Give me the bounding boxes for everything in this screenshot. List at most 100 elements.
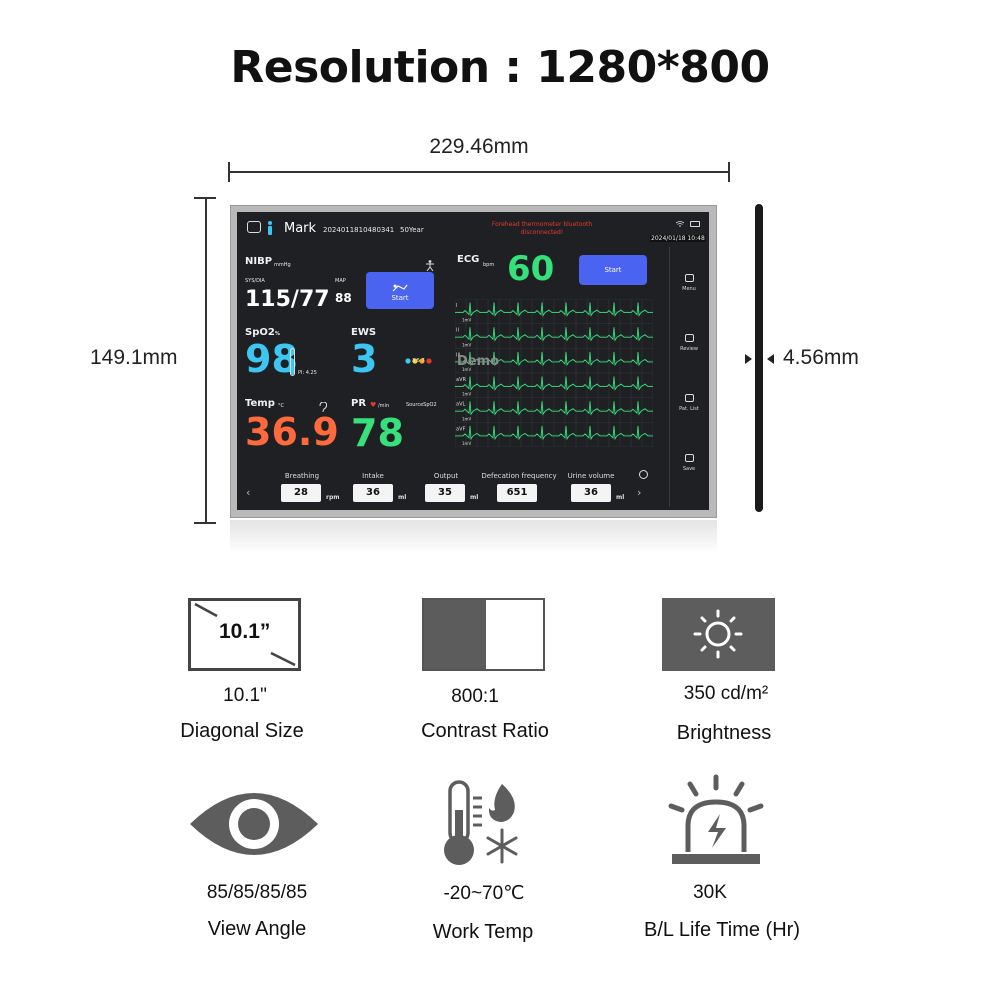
spo2-label-text: SpO2 <box>245 327 275 338</box>
chevron-left-icon[interactable]: ‹ <box>246 486 251 499</box>
intake-label: Intake <box>362 472 384 480</box>
backlight-life-value: 30K <box>693 882 727 903</box>
ecg-lead-label: aVR <box>456 377 466 383</box>
height-dimension-label: 149.1mm <box>90 346 178 369</box>
monitor-screen: Mark 2024011810480341 50Year Forehead th… <box>237 212 709 510</box>
review-icon <box>684 334 694 342</box>
diagonal-value: 10.1" <box>223 685 267 706</box>
breathing-label: Breathing <box>284 472 320 480</box>
perfusion-index: PI: 4.25 <box>298 370 317 376</box>
spo2-value: 98 <box>245 340 298 378</box>
chevron-right-icon[interactable]: › <box>637 486 642 499</box>
ecg-scale-label: 1mV <box>462 342 471 347</box>
urine-unit: ml <box>616 494 625 501</box>
ecg-start-button[interactable]: Start <box>579 255 647 285</box>
pr-unit: /min <box>378 403 390 409</box>
save-icon <box>684 454 694 462</box>
backlight-life-label: B/L Life Time (Hr) <box>644 919 800 941</box>
width-dimension-label: 229.46mm <box>429 135 529 158</box>
thickness-arrow-right <box>767 354 774 364</box>
diagonal-icon-text: 10.1” <box>219 620 271 643</box>
view-angle-label: View Angle <box>207 918 307 940</box>
ecg-unit: bpm <box>483 262 495 268</box>
menu-icon <box>684 274 694 282</box>
work-temp-label: Work Temp <box>432 921 534 943</box>
defecation-label: Defecation frequency <box>481 472 557 480</box>
battery-icon <box>690 221 700 227</box>
nibp-value: 115/77 <box>245 287 330 312</box>
ecg-scale-label: 1mV <box>462 367 471 372</box>
width-dimension-line <box>229 171 729 173</box>
nibp-start-button[interactable]: Start <box>366 272 434 309</box>
ecg-scale-label: 1mV <box>462 416 471 421</box>
patient-card-icon[interactable] <box>247 221 261 233</box>
ecg-lead-label: III <box>456 352 460 358</box>
map-value: 88 <box>335 291 352 305</box>
ecg-scale-label: 1mV <box>462 392 471 397</box>
alert-message: Forehead thermometer bluetooth disconnec… <box>491 221 593 236</box>
ecg-trace-avr <box>455 376 653 391</box>
save-button[interactable]: Save <box>674 454 704 472</box>
nibp-sub-label: SYS/DIA <box>245 278 265 284</box>
sun-icon <box>662 598 775 671</box>
ecg-scale-label: 1mV <box>462 441 471 446</box>
ecg-trace-iii <box>455 351 653 367</box>
ecg-trace-avf <box>455 425 653 441</box>
brightness-value: 350 cd/m² <box>683 683 769 704</box>
patient-id: 2024011810480341 <box>323 226 395 234</box>
ear-icon <box>319 398 328 417</box>
nibp-start-label: Start <box>391 294 409 302</box>
wifi-icon <box>675 221 685 229</box>
width-tick-right <box>728 162 730 182</box>
breathing-unit: rpm <box>326 494 340 501</box>
ecg-label: ECG <box>457 254 480 265</box>
height-tick-top <box>194 197 216 199</box>
urine-value[interactable]: 36 <box>571 484 611 502</box>
output-label: Output <box>433 472 459 480</box>
breathing-value[interactable]: 28 <box>281 484 321 502</box>
thermometer-icon <box>444 780 518 865</box>
thickness-dimension-label: 4.56mm <box>783 346 859 369</box>
map-label: MAP <box>335 278 346 284</box>
ecg-heart-rate: 60 <box>507 249 555 289</box>
menu-button[interactable]: Menu <box>674 274 704 292</box>
temp-unit: °C <box>278 403 284 409</box>
side-menu-divider <box>669 247 670 507</box>
display-reflection <box>230 520 717 554</box>
pr-label: PR <box>351 398 367 409</box>
patient-list-button[interactable]: Pat. List <box>674 394 704 412</box>
blood-pressure-icon <box>392 278 408 297</box>
temp-label: Temp <box>245 398 275 409</box>
review-button[interactable]: Review <box>674 334 704 352</box>
patient-list-label: Pat. List <box>679 406 699 412</box>
ecg-trace-avl <box>455 401 653 416</box>
nibp-label: NIBP <box>245 256 273 267</box>
defecation-value[interactable]: 651 <box>497 484 537 502</box>
ews-label: EWS <box>351 327 377 338</box>
intake-value[interactable]: 36 <box>353 484 393 502</box>
menu-label: Menu <box>682 286 696 292</box>
heart-icon: ♥ <box>370 401 377 409</box>
height-tick-bottom <box>194 522 216 524</box>
spo2-value-text: 98 <box>245 337 298 381</box>
review-label: Review <box>680 346 698 352</box>
patient-name: Mark <box>284 221 317 236</box>
ews-legend: 3 5 7 <box>412 358 425 364</box>
contrast-label: Contrast Ratio <box>421 720 549 742</box>
patient-status-icon <box>426 256 434 275</box>
thickness-arrow-left <box>745 354 752 364</box>
temp-value: 36.9 <box>245 410 339 454</box>
pr-value: 78 <box>351 411 404 455</box>
pr-source: SourceSpO2 <box>406 402 437 408</box>
spo2-label: SpO2% <box>245 327 280 338</box>
urine-label: Urine volume <box>567 472 615 480</box>
output-value[interactable]: 35 <box>425 484 465 502</box>
patient-age: 50Year <box>400 226 424 234</box>
contrast-value: 800:1 <box>451 686 499 707</box>
eye-icon <box>190 793 318 855</box>
perfusion-bar <box>290 348 295 376</box>
settings-icon[interactable] <box>639 470 648 479</box>
ecg-trace-i <box>455 302 653 317</box>
patient-list-icon <box>684 394 694 402</box>
